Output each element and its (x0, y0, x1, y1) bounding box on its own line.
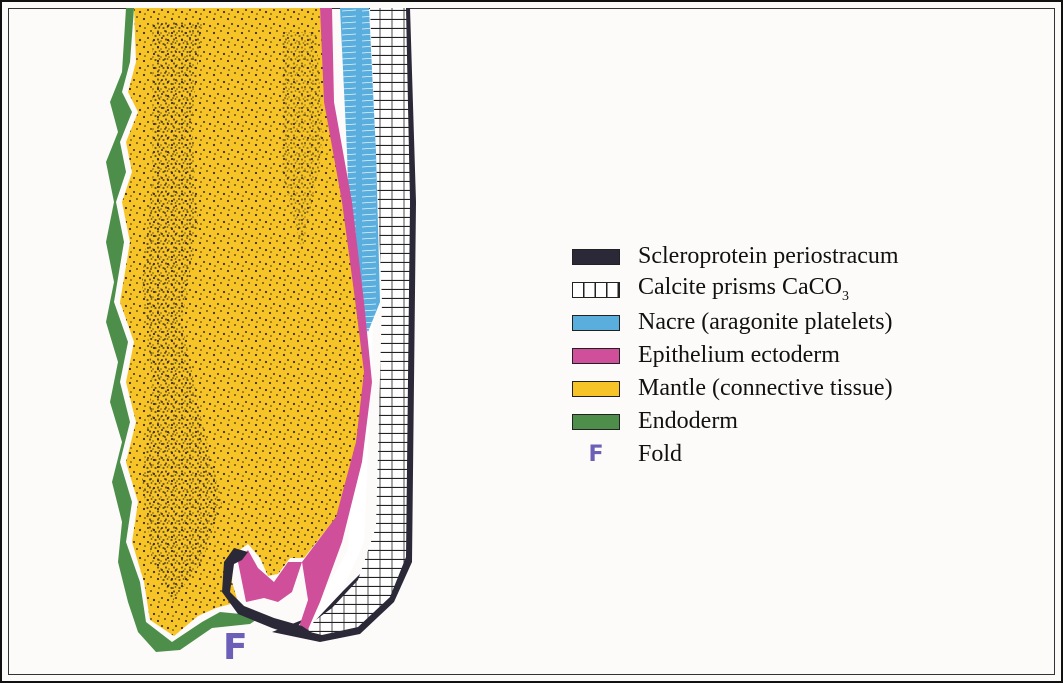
legend-label: Mantle (connective tissue) (638, 375, 893, 402)
legend-item-epithelium: Epithelium ectoderm (572, 339, 899, 372)
magenta-swatch-icon (572, 348, 620, 364)
legend-item-endoderm: Endoderm (572, 405, 899, 438)
blue-swatch-icon (572, 315, 620, 331)
vertical-bars-swatch-icon (572, 282, 620, 298)
legend-label: Fold (638, 441, 682, 468)
solid-dark-swatch-icon (572, 249, 620, 265)
legend-item-fold: F Fold (572, 438, 899, 471)
yellow-swatch-icon (572, 381, 620, 397)
legend-label: Calcite prisms CaCO3 (638, 274, 849, 305)
legend-item-periostracum: Scleroprotein periostracum (572, 240, 899, 273)
legend-item-mantle: Mantle (connective tissue) (572, 372, 899, 405)
legend-label: Scleroprotein periostracum (638, 243, 899, 270)
legend-item-prisms: Calcite prisms CaCO3 (572, 273, 899, 306)
legend-label: Endoderm (638, 408, 738, 435)
green-swatch-icon (572, 414, 620, 430)
legend-item-nacre: Nacre (aragonite platelets) (572, 306, 899, 339)
legend-label: Epithelium ectoderm (638, 342, 840, 369)
legend-label: Nacre (aragonite platelets) (638, 309, 893, 336)
letter-F-icon: F (572, 442, 620, 467)
fold-label: F (223, 628, 248, 668)
